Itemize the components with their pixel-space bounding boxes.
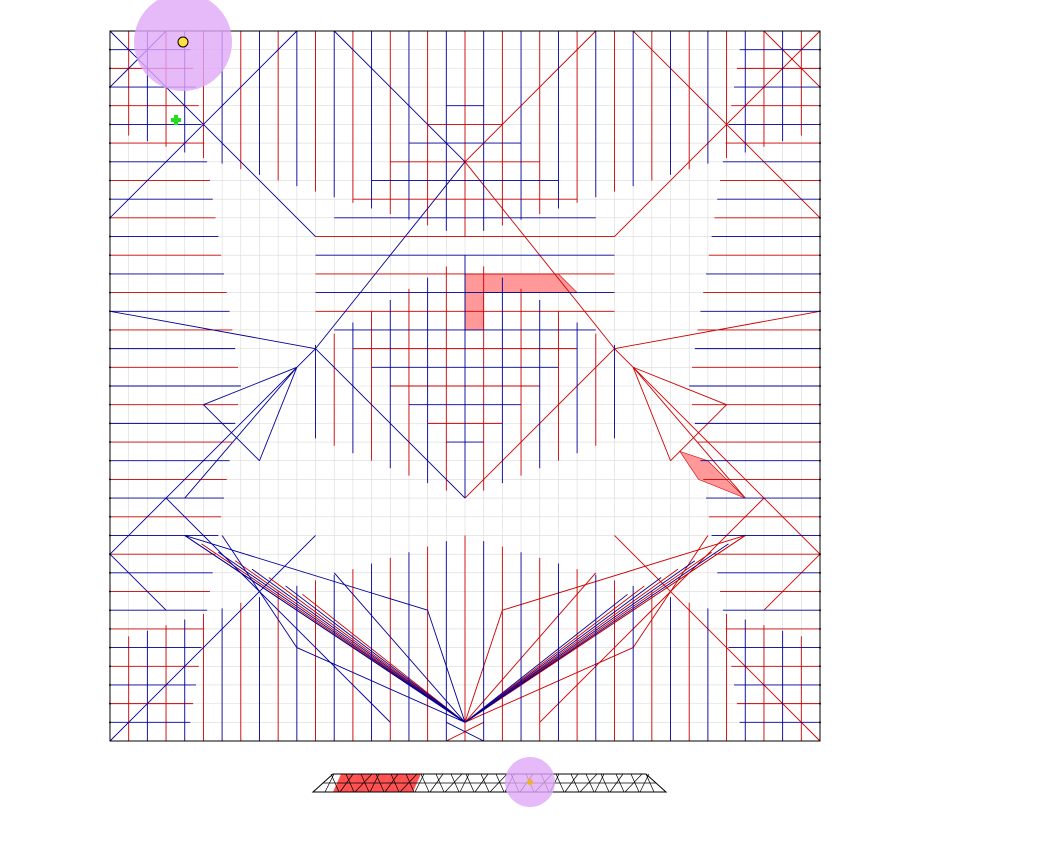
mountain-crease[interactable] (670, 404, 727, 462)
mountain-crease[interactable] (763, 497, 821, 555)
mountain-crease[interactable] (614, 310, 821, 350)
valley-crease[interactable] (259, 367, 298, 461)
mountain-crease[interactable] (632, 535, 709, 648)
valley-crease[interactable] (464, 577, 662, 723)
valley-crease[interactable] (333, 30, 466, 163)
mountain-crease[interactable] (763, 30, 821, 88)
valley-crease[interactable] (464, 593, 628, 723)
valley-crease[interactable] (427, 610, 466, 723)
crease-pattern[interactable] (109, 30, 821, 742)
valley-crease[interactable] (165, 497, 391, 723)
valley-crease[interactable] (315, 348, 466, 499)
circle-cursor-icon (177, 36, 189, 48)
plus-icon-vertical (174, 115, 178, 125)
mountain-crease[interactable] (632, 30, 821, 219)
valley-crease[interactable] (109, 30, 298, 219)
valley-crease[interactable] (221, 535, 298, 648)
mountain-crease[interactable] (632, 366, 727, 406)
valley-crease[interactable] (109, 497, 167, 555)
valley-creases[interactable] (109, 30, 820, 742)
valley-crease[interactable] (285, 585, 466, 723)
mountain-crease[interactable] (464, 572, 597, 723)
mountain-crease[interactable] (614, 30, 821, 237)
plus-icon[interactable] (171, 115, 181, 125)
mountain-crease[interactable] (502, 535, 746, 611)
valley-crease[interactable] (203, 404, 260, 462)
valley-crease[interactable] (184, 535, 466, 723)
mountain-crease[interactable] (464, 30, 597, 163)
mountain-crease[interactable] (464, 585, 645, 723)
valley-crease[interactable] (184, 367, 298, 499)
mountain-crease[interactable] (464, 647, 634, 723)
valley-crease[interactable] (109, 553, 167, 611)
valley-crease[interactable] (333, 572, 466, 723)
pointer-cursor[interactable] (134, 0, 232, 91)
mountain-crease[interactable] (632, 367, 746, 499)
mountain-crease[interactable] (614, 535, 821, 742)
valley-crease[interactable] (184, 535, 428, 611)
valley-crease[interactable] (109, 310, 316, 350)
valley-crease[interactable] (203, 366, 298, 406)
paper-border (109, 30, 821, 742)
preview-cursor-dot (527, 779, 533, 785)
mountain-crease[interactable] (632, 367, 671, 461)
valley-crease[interactable] (464, 560, 696, 723)
valley-crease[interactable] (315, 161, 466, 349)
valley-crease[interactable] (446, 721, 484, 742)
mountain-crease[interactable] (614, 348, 765, 499)
mountain-crease[interactable] (268, 577, 466, 723)
mountain-crease[interactable] (302, 593, 466, 723)
mountain-crease[interactable] (464, 568, 679, 723)
folded-preview[interactable] (311, 757, 668, 807)
mountain-creases[interactable] (110, 30, 821, 742)
valley-crease[interactable] (109, 535, 316, 742)
valley-crease[interactable] (165, 348, 316, 499)
valley-crease[interactable] (251, 568, 466, 723)
valley-crease[interactable] (218, 551, 466, 723)
valley-crease[interactable] (296, 647, 466, 723)
mountain-crease[interactable] (763, 553, 821, 611)
valley-crease[interactable] (464, 543, 729, 723)
